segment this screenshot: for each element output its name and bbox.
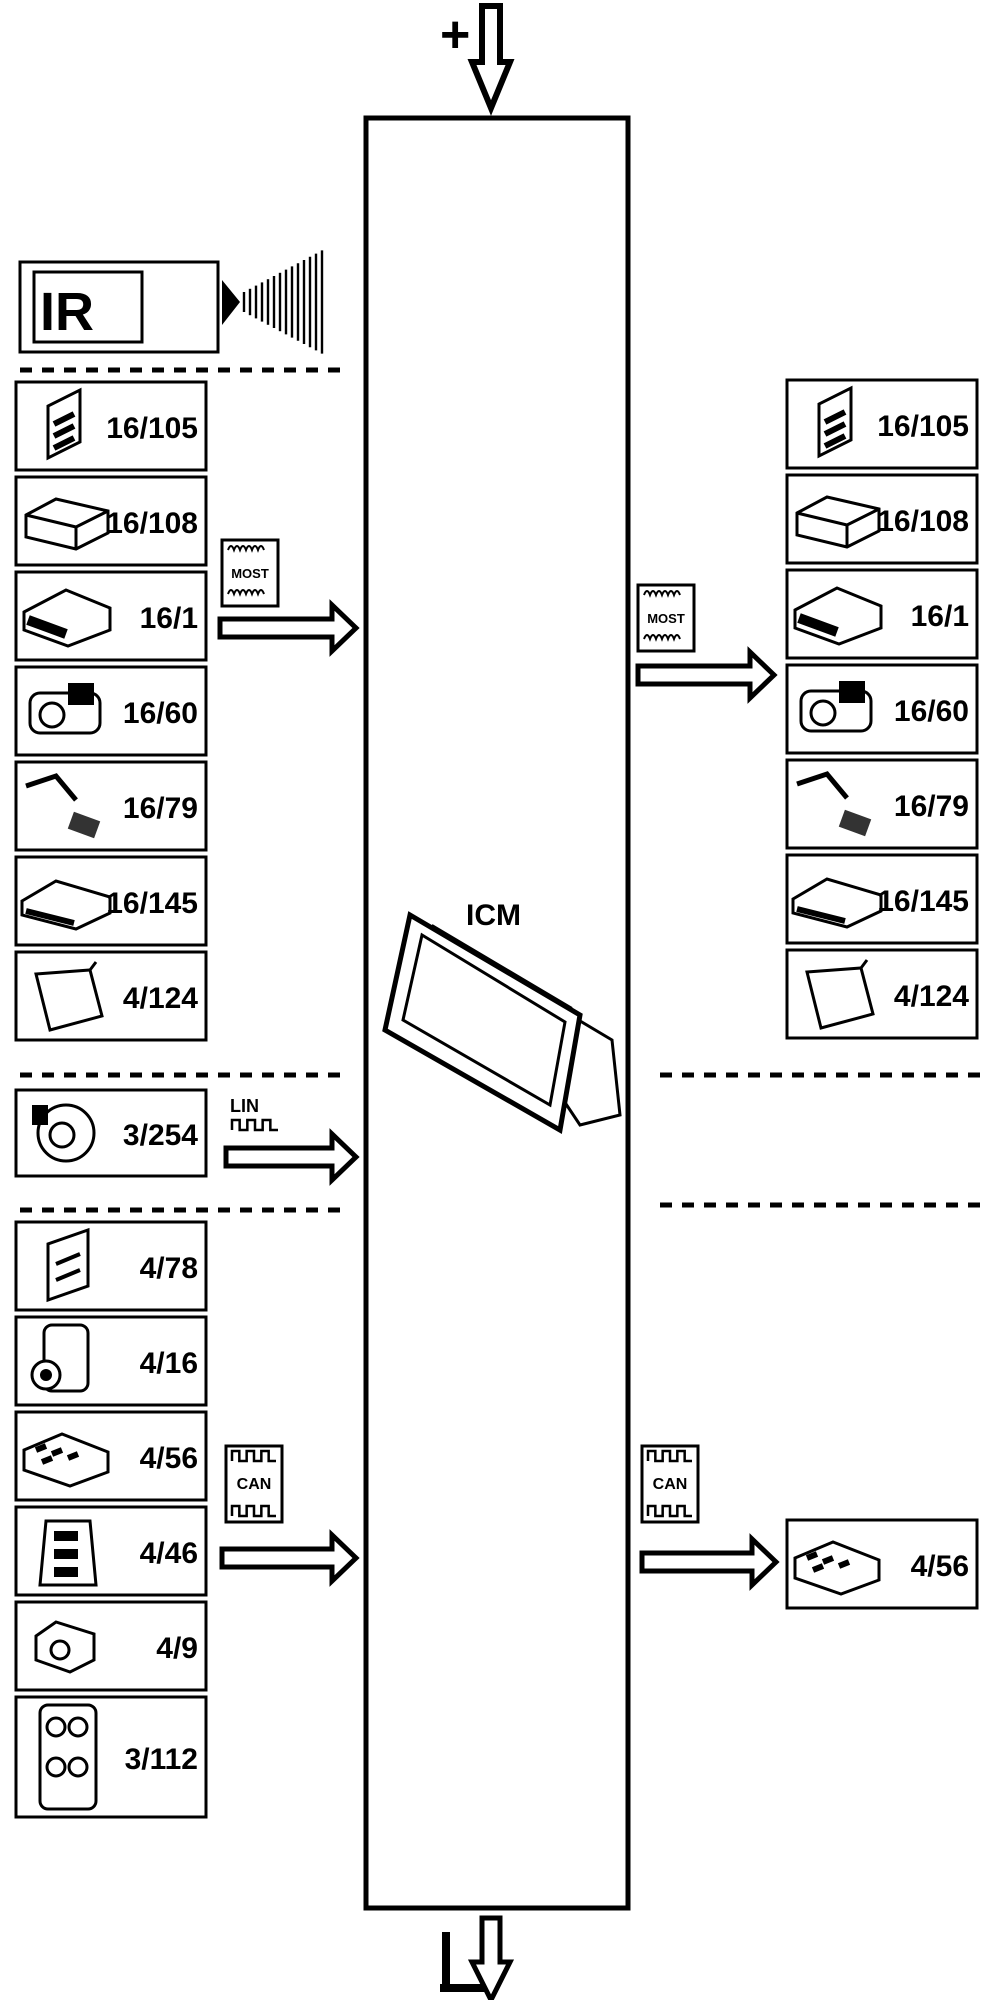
module-box-4-56: 4/56 (14, 1410, 208, 1502)
module-box-16-79: 16/79 (14, 760, 208, 852)
module-16-105-icon (46, 387, 82, 461)
ir-waves (242, 250, 324, 354)
bus-signals: MOST MOST LIN CAN CAN (217, 538, 780, 1591)
module-box-16-79: 16/79 (785, 758, 979, 850)
ground-out-arrow (467, 1915, 515, 2000)
bus-most-label: MOST (231, 566, 269, 581)
module-label: 3/112 (125, 1743, 198, 1776)
module-16-145-icon (791, 877, 883, 929)
bus-badge-can-right: CAN (640, 1444, 700, 1524)
icm-label: ICM (466, 899, 521, 932)
module-label: 4/16 (140, 1347, 198, 1380)
module-box-16-108: 16/108 (14, 475, 208, 567)
icm-display-icon (382, 911, 622, 1134)
module-box-4-9: 4/9 (14, 1600, 208, 1692)
module-16-145-icon (20, 879, 112, 931)
module-label: 4/56 (911, 1550, 969, 1583)
module-16-60-icon (28, 683, 102, 735)
module-label: 3/254 (123, 1119, 198, 1152)
module-box-3-112: 3/112 (14, 1695, 208, 1819)
power-plus-label: + (440, 6, 470, 64)
right-can-module-list: 4/56 (785, 1518, 979, 1610)
module-16-79-icon (25, 773, 101, 839)
module-label: 16/79 (123, 792, 198, 825)
module-4-16-icon (30, 1323, 90, 1393)
module-16-1-icon (22, 588, 112, 648)
bus-badge-lin: LIN (230, 1096, 278, 1132)
left-most-module-list: 16/105 16/108 16/1 16/60 16/79 16/145 4/124 (14, 380, 208, 1042)
module-16-108-icon (24, 497, 110, 551)
module-box-16-105: 16/105 (785, 378, 979, 470)
module-16-79-icon (796, 771, 872, 837)
module-4-46-icon (38, 1519, 98, 1587)
module-box-4-124: 4/124 (785, 948, 979, 1040)
most-out-arrow (635, 646, 778, 704)
module-label: 4/46 (140, 1537, 198, 1570)
module-16-105-icon (817, 385, 853, 459)
module-box-16-108: 16/108 (785, 473, 979, 565)
module-label: 4/124 (894, 980, 969, 1013)
bus-badge-can-left: CAN (224, 1444, 284, 1524)
module-box-4-16: 4/16 (14, 1315, 208, 1407)
module-box-16-60: 16/60 (14, 665, 208, 757)
module-16-60-icon (799, 681, 873, 733)
module-4-9-icon (34, 1620, 96, 1674)
module-16-1-icon (793, 586, 883, 646)
module-label: 16/108 (106, 507, 198, 540)
module-16-108-icon (795, 495, 881, 549)
module-label: 16/60 (894, 695, 969, 728)
bus-most-label: MOST (647, 611, 685, 626)
right-most-module-list: 16/105 16/108 16/1 16/60 16/79 16/145 4/124 (785, 378, 979, 1040)
module-box-16-105: 16/105 (14, 380, 208, 472)
ir-beam-icon (222, 280, 240, 325)
module-label: 16/105 (877, 410, 969, 443)
module-box-16-145: 16/145 (785, 853, 979, 945)
bus-badge-most-right: MOST (636, 583, 696, 653)
module-label: 16/60 (123, 697, 198, 730)
module-4-78-icon (46, 1227, 90, 1303)
left-lin-module-list: 3/254 (14, 1088, 208, 1178)
module-4-124-icon (34, 961, 104, 1032)
module-4-56-icon (793, 1540, 881, 1596)
module-4-124-icon (805, 959, 875, 1030)
bus-can-label: CAN (653, 1476, 688, 1493)
module-label: 4/56 (140, 1442, 198, 1475)
module-3-254-icon (32, 1103, 96, 1163)
module-3-112-icon (38, 1703, 98, 1811)
left-can-module-list: 4/78 4/16 4/56 4/46 4/9 3/112 (14, 1220, 208, 1819)
power-in-arrow (467, 3, 515, 116)
module-box-4-124: 4/124 (14, 950, 208, 1042)
module-label: 4/124 (123, 982, 198, 1015)
bus-lin-label: LIN (230, 1096, 259, 1116)
module-label: 16/1 (140, 602, 198, 635)
module-box-4-56: 4/56 (785, 1518, 979, 1610)
module-box-16-1: 16/1 (14, 570, 208, 662)
can-out-arrow (639, 1533, 780, 1591)
module-box-4-78: 4/78 (14, 1220, 208, 1312)
module-label: 16/1 (911, 600, 969, 633)
module-box-4-46: 4/46 (14, 1505, 208, 1597)
lin-in-arrow (223, 1128, 360, 1186)
bus-can-label: CAN (237, 1476, 272, 1493)
module-box-16-1: 16/1 (785, 568, 979, 660)
module-label: 16/145 (106, 887, 198, 920)
module-label: 4/9 (156, 1632, 198, 1665)
module-box-16-60: 16/60 (785, 663, 979, 755)
module-box-3-254: 3/254 (14, 1088, 208, 1178)
ir-label: IR (40, 282, 94, 342)
module-label: 16/108 (877, 505, 969, 538)
module-box-16-145: 16/145 (14, 855, 208, 947)
module-label: 16/105 (106, 412, 198, 445)
can-in-arrow (219, 1529, 360, 1587)
module-4-56-icon (22, 1432, 110, 1488)
module-label: 16/79 (894, 790, 969, 823)
bus-badge-most-left: MOST (220, 538, 280, 608)
module-label: 4/78 (140, 1252, 198, 1285)
module-label: 16/145 (877, 885, 969, 918)
most-in-arrow (217, 599, 360, 657)
